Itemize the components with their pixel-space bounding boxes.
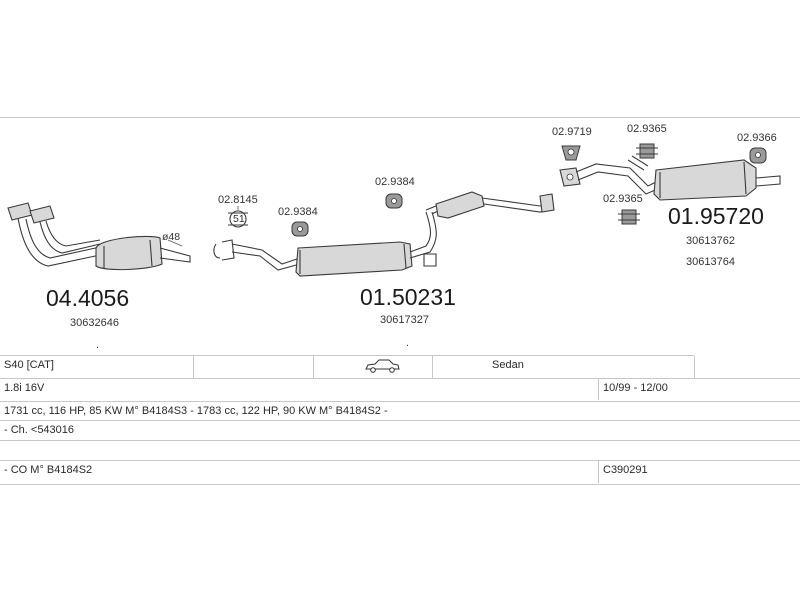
oe-number-30613762: 30613762: [686, 235, 735, 247]
part-number-04-4056: 04.4056: [46, 285, 129, 311]
pipe-diameter-label: ø48: [162, 231, 180, 243]
table-col-sep-1: [193, 356, 194, 378]
table-col-sep-3: [432, 356, 433, 378]
body-type-cell: Sedan: [492, 359, 524, 371]
mounting-clamp-02-8145: 51: [228, 206, 248, 228]
table-col-sep-4: [694, 356, 695, 378]
fitting-label-02-9365-b: 02.9365: [603, 193, 643, 205]
svg-text:51: 51: [233, 213, 245, 225]
marker-dot-2: .: [406, 337, 409, 349]
rubber-hanger-02-9366: [749, 147, 767, 164]
table-col-sep-2: [313, 356, 314, 378]
intermediate-pipe-resonator: [425, 191, 555, 219]
table-col-sep-5: [598, 379, 599, 400]
rubber-hanger-02-9384-b: [385, 193, 403, 209]
rear-silencer: [559, 155, 781, 201]
gasket-02-9719: [561, 145, 581, 161]
rubber-hanger-02-9384-a: [291, 221, 309, 237]
fitting-label-02-9366: 02.9366: [737, 132, 777, 144]
car-icon: [364, 358, 400, 374]
exhaust-system-diagram: ø48 04.4056 30632646 . 51 02.8145 02.938…: [7, 123, 781, 350]
clamp-02-9365-a: [636, 143, 658, 159]
table-rule-3: [0, 401, 800, 402]
centre-silencer: [213, 211, 437, 277]
fitting-label-02-8145: 02.8145: [218, 194, 258, 206]
table-col-sep-6: [598, 461, 599, 483]
table-rule-5: [0, 440, 800, 441]
chassis-note-cell: - Ch. <543016: [4, 424, 75, 436]
fitting-label-02-9384-b: 02.9384: [375, 176, 415, 188]
oe-number-30632646: 30632646: [70, 317, 119, 329]
table-rule-4: [0, 420, 800, 421]
fitting-label-02-9719: 02.9719: [552, 126, 592, 138]
oe-number-30617327: 30617327: [380, 314, 429, 326]
table-rule-2: [0, 378, 800, 379]
table-rule-6: [0, 460, 800, 461]
part-number-01-95720: 01.95720: [668, 203, 764, 229]
top-rule: [0, 117, 800, 118]
table-rule-1: [0, 355, 694, 356]
fitting-label-02-9384-a: 02.9384: [278, 206, 318, 218]
engine-cell: 1.8i 16V: [4, 382, 45, 394]
part-number-01-50231: 01.50231: [360, 284, 456, 310]
marker-dot-1: .: [96, 339, 99, 350]
table-rule-7: [0, 484, 800, 485]
model-cell: S40 [CAT]: [4, 359, 54, 371]
oe-number-30613764: 30613764: [686, 256, 735, 268]
engine-spec-cell: 1731 cc, 116 HP, 85 KW M° B4184S3 - 1783…: [4, 405, 388, 417]
clamp-02-9365-b: [618, 209, 640, 225]
years-cell: 10/99 - 12/00: [603, 382, 668, 394]
engine-code-note-cell: - CO M° B4184S2: [4, 464, 93, 476]
front-pipe-catalyst: [7, 202, 191, 271]
catalogue-code-cell: C390291: [603, 464, 648, 476]
fitting-label-02-9365-a: 02.9365: [627, 123, 667, 135]
